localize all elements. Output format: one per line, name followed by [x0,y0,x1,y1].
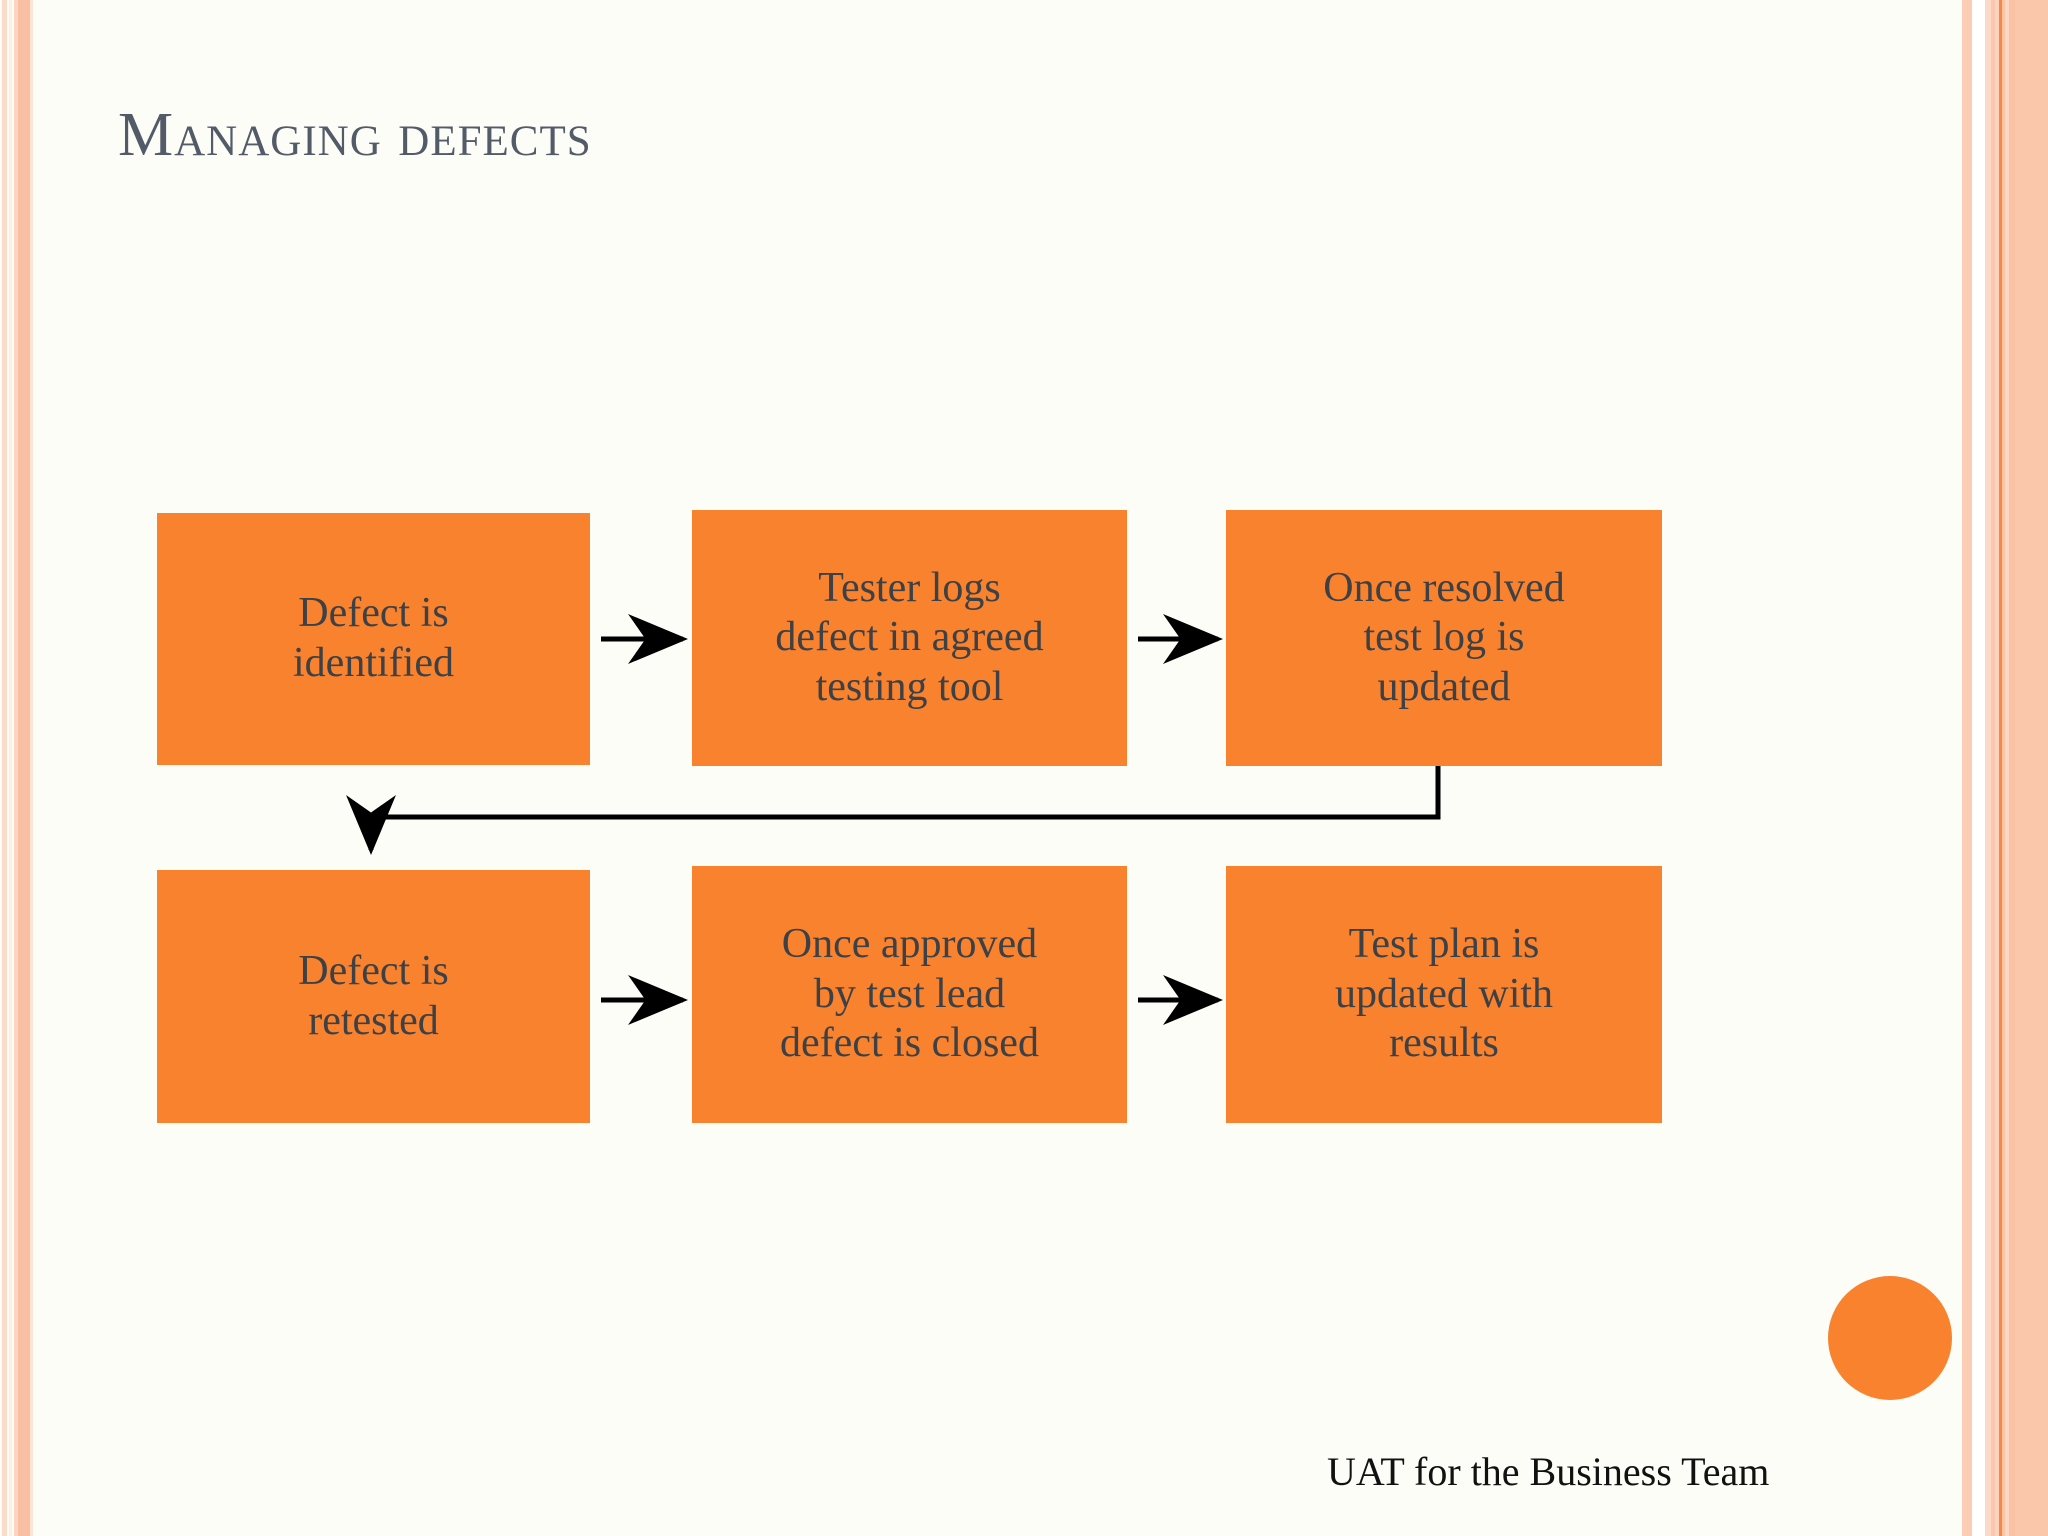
flow-box-defect-closed[interactable]: Once approved by test lead defect is clo… [692,866,1127,1123]
flow-box-tester-logs-defect[interactable]: Tester logs defect in agreed testing too… [692,510,1127,766]
flow-box-defect-retested[interactable]: Defect is retested [157,870,590,1123]
orange-circle-icon [1828,1276,1952,1400]
flow-box-test-log-updated[interactable]: Once resolved test log is updated [1226,510,1662,766]
right-border-stripe-6 [1999,0,2002,1536]
flow-box-line: identified [293,640,454,686]
flow-box-line: updated [1377,663,1511,710]
flow-box-line: defect in agreed [775,614,1044,661]
left-border-stripe-4 [18,0,30,1536]
flow-box-line: testing tool [815,663,1004,710]
flow-box-defect-identified[interactable]: Defect is identified [157,513,590,765]
flow-box-line: updated with [1334,970,1554,1017]
flow-box-line: Defect is [298,590,449,637]
flow-box-test-plan-updated[interactable]: Test plan is updated with results [1226,866,1662,1123]
right-border-stripe-1 [1962,0,1972,1536]
right-border-stripe-5 [1995,0,1999,1536]
right-border-stripe-7 [2002,0,2005,1536]
flow-box-line: test log is [1363,614,1525,661]
flow-box-line: Test plan is [1348,921,1540,968]
right-border-stripe-3 [1985,0,1991,1536]
flow-box-line: Defect is [298,947,449,994]
left-border-stripe-2 [9,0,12,1536]
flow-box-line: defect is closed [780,1020,1039,1067]
page-title: Managing defects [118,101,592,169]
flow-box-line: by test lead [813,970,1006,1017]
left-border-stripe-1 [2,0,7,1536]
right-border-stripe-10 [2015,0,2048,1536]
right-border-stripe-9 [2009,0,2015,1536]
flow-box-line: Once resolved [1323,564,1565,611]
slide-footer: UAT for the Business Team [1327,1449,1770,1494]
left-border-stripe-5 [30,0,33,1536]
right-border-stripe-8 [2005,0,2009,1536]
left-border-stripe-3 [14,0,18,1536]
flow-box-line: Tester logs [818,564,1001,611]
right-border-stripe-2 [1972,0,1985,1536]
flow-box-line: retested [308,997,439,1044]
flow-box-line: results [1389,1020,1499,1067]
flow-box-line: Once approved [781,921,1038,968]
arrow-box3-box4 [346,766,1441,855]
right-border-stripe-4 [1991,0,1995,1536]
